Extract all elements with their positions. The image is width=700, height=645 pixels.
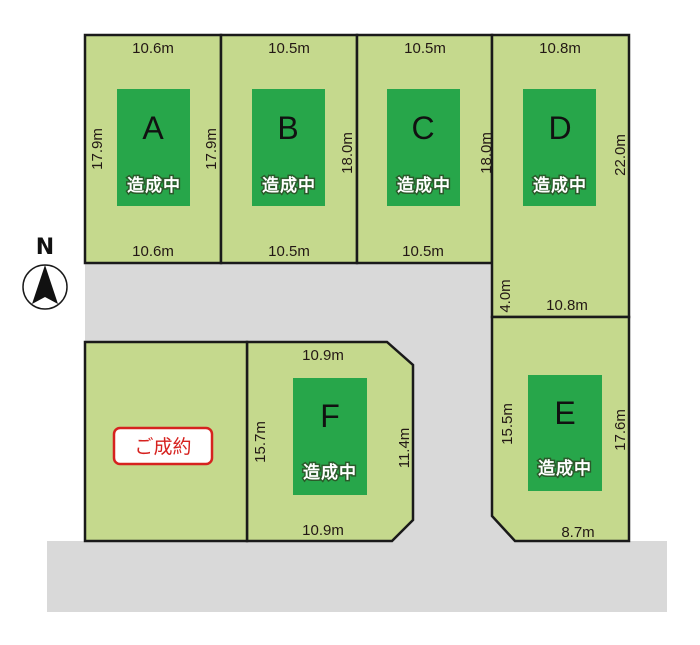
dim-b-bottom: 10.5m	[268, 243, 310, 260]
building-f	[293, 378, 367, 495]
dim-b-top: 10.5m	[268, 40, 310, 57]
dim-d-right: 22.0m	[612, 134, 629, 176]
sold-badge-label: ご成約	[134, 436, 191, 458]
lot-e-letter: E	[554, 395, 575, 431]
dim-f-top: 10.9m	[302, 347, 344, 364]
lot-c-letter: C	[411, 110, 434, 146]
lot-f-status: 造成中	[303, 462, 357, 483]
dim-a-bottom: 10.6m	[132, 243, 174, 260]
building-e	[528, 375, 602, 491]
dim-f-bottom: 10.9m	[302, 522, 344, 539]
building-c	[387, 89, 460, 206]
main-road	[47, 541, 667, 612]
building-b	[252, 89, 325, 206]
dim-e-bottom: 8.7m	[561, 524, 594, 541]
lot-b-status: 造成中	[262, 175, 316, 196]
lot-a-status: 造成中	[127, 175, 181, 196]
north-arrow-icon	[22, 264, 68, 310]
dim-e-right: 17.6m	[612, 409, 629, 451]
compass-label: N	[36, 235, 54, 260]
dim-a-right: 17.9m	[203, 128, 220, 170]
building-a	[117, 89, 190, 206]
inner-road	[85, 263, 515, 541]
dim-c-bottom: 10.5m	[402, 243, 444, 260]
lot-c-status: 造成中	[397, 175, 451, 196]
lot-d-status: 造成中	[533, 175, 587, 196]
lot-f-letter: F	[320, 398, 340, 434]
lot-e-status: 造成中	[538, 458, 592, 479]
dim-d-bottom: 10.8m	[546, 297, 588, 314]
dim-e-left: 15.5m	[499, 403, 516, 445]
lot-b-letter: B	[277, 110, 298, 146]
lot-d-letter: D	[548, 110, 571, 146]
dim-a-top: 10.6m	[132, 40, 174, 57]
dim-f-left: 15.7m	[252, 421, 269, 463]
dim-c-top: 10.5m	[404, 40, 446, 57]
dim-f-right: 11.4m	[396, 428, 413, 469]
lot-a-letter: A	[142, 110, 164, 146]
sold-badge	[112, 426, 214, 466]
dim-d-left: 4.0m	[497, 279, 514, 312]
dim-d-top: 10.8m	[539, 40, 581, 57]
dim-c-right: 18.0m	[478, 132, 495, 174]
dim-a-left: 17.9m	[89, 128, 106, 170]
building-d	[523, 89, 596, 206]
dim-b-right: 18.0m	[339, 132, 356, 174]
